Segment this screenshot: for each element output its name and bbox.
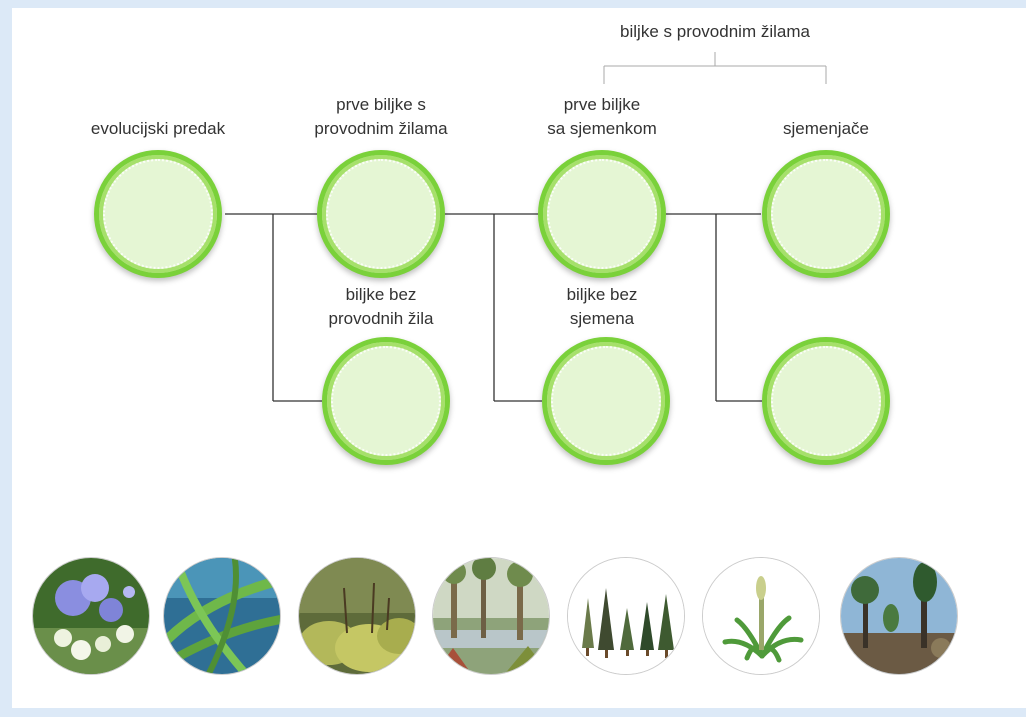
draggable-image-moss[interactable] (298, 557, 416, 675)
drop-slot-first-seed[interactable] (538, 150, 666, 278)
draggable-image-prehistoric-landscape[interactable] (840, 557, 958, 675)
draggable-image-flowering-plant[interactable] (32, 557, 150, 675)
label-first-vascular: prve biljke s provodnim žilama (314, 95, 448, 138)
draggable-image-conifers[interactable] (567, 557, 685, 675)
drop-slot-seedless[interactable] (542, 337, 670, 465)
draggable-image-fern[interactable] (702, 557, 820, 675)
diagram-frame: biljke s provodnim žilama evolucijski pr… (12, 8, 1026, 708)
vascular-bracket (603, 52, 827, 84)
label-nonvascular: biljke bez provodnih žila (328, 285, 434, 328)
draggable-image-green-alga[interactable] (163, 557, 281, 675)
label-ancestor: evolucijski predak (90, 119, 226, 138)
drop-slot-ancestor[interactable] (94, 150, 222, 278)
connector-lines (225, 52, 827, 402)
drop-slot-seed-plants[interactable] (762, 150, 890, 278)
label-seed-plants: sjemenjače (783, 119, 869, 138)
drop-slot-first-vascular[interactable] (317, 150, 445, 278)
draggable-image-prehistoric-swamp[interactable] (432, 557, 550, 675)
drop-slot-nonvascular[interactable] (322, 337, 450, 465)
label-seedless: biljke bez sjemena (566, 285, 638, 328)
bracket-label: biljke s provodnim žilama (620, 22, 810, 41)
label-first-seed: prve biljke sa sjemenkom (547, 95, 657, 138)
drop-slot-seed-plants-lower[interactable] (762, 337, 890, 465)
